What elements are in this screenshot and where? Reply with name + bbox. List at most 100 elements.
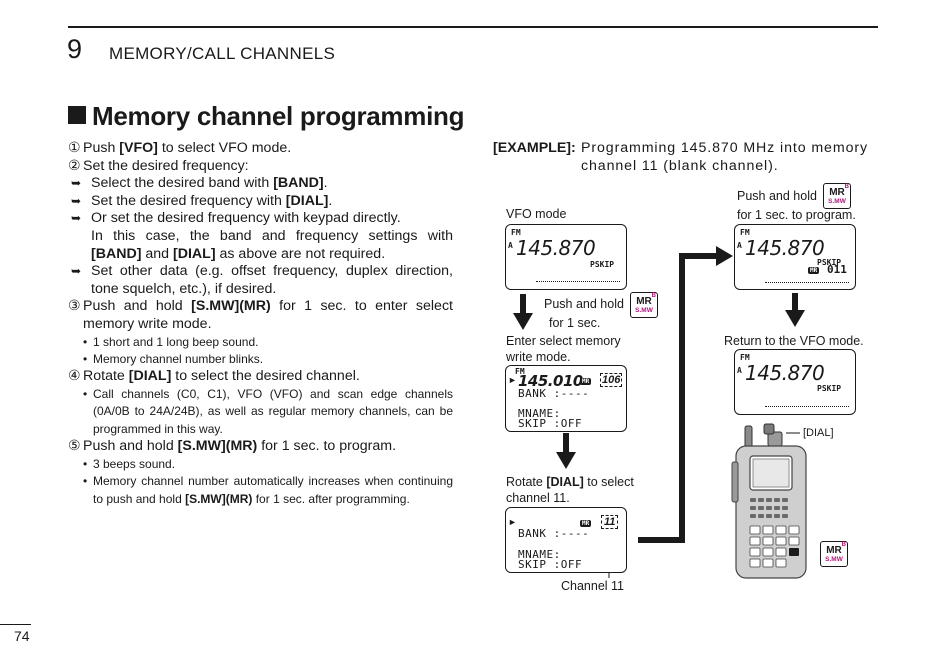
step-3-notes: 1 short and 1 long beep sound. Memory ch… xyxy=(68,334,453,369)
b-label: B xyxy=(651,293,656,299)
step-5-notes: 3 beeps sound. Memory channel number aut… xyxy=(68,456,453,508)
substep-band: ➥Select the desired band with [BAND]. xyxy=(71,175,453,193)
pointer-icon: ► xyxy=(508,517,517,527)
fm-indicator: FM xyxy=(740,228,750,237)
one-sec-label: for 1 sec. xyxy=(549,316,601,330)
b-label: B xyxy=(844,184,849,190)
note: 1 short and 1 long beep sound. xyxy=(83,334,453,352)
substep-text: . xyxy=(328,192,333,209)
substep-text: and xyxy=(141,245,173,262)
note: Call channels (C0, C1), VFO (VFO) and sc… xyxy=(83,386,453,438)
header-rule xyxy=(68,26,878,28)
fm-indicator: FM xyxy=(511,228,521,237)
step-text: Push xyxy=(83,140,120,156)
display-vfo-mode: FM A 145.870 PSKIP xyxy=(505,224,627,290)
bank-row: BANK :---- xyxy=(518,527,590,540)
return-vfo-label: Return to the VFO mode. xyxy=(724,334,864,348)
a-indicator: A xyxy=(737,366,742,375)
fm-indicator: FM xyxy=(740,353,750,362)
key-dial: [DIAL] xyxy=(546,475,584,489)
arrow-right-icon: ➥ xyxy=(71,211,82,226)
step-text: Push and hold xyxy=(83,298,192,315)
a-indicator: A xyxy=(508,241,513,250)
program-label: for 1 sec. to program. xyxy=(737,208,856,222)
key-smw-mr: [S.MW](MR) xyxy=(177,438,258,455)
radio-transceiver-icon xyxy=(731,423,807,579)
display-channel-11: ► MR 11 BANK :---- MNAME: SKIP :OFF xyxy=(505,507,627,573)
step-number: ⑤ xyxy=(68,438,81,455)
step-text: for 1 sec. to enter select memory write … xyxy=(83,298,453,332)
pskip-indicator: PSKIP xyxy=(817,258,842,267)
key-smw-mr: [S.MW](MR) xyxy=(191,298,271,315)
channel-11-callout: Channel 11 xyxy=(561,579,625,593)
arrow-right-icon: ➥ xyxy=(71,176,82,191)
note-text: Memory channel number automatically incr… xyxy=(93,474,453,506)
mname-row: MNAME: xyxy=(518,548,561,561)
substep-text: Set the desired frequency with xyxy=(91,192,286,209)
substep-dial: ➥Set the desired frequency with [DIAL]. xyxy=(71,193,453,211)
mr-indicator: MR xyxy=(808,267,820,274)
step-text: Push and hold xyxy=(83,438,178,455)
mr-smw-key-icon: B MR S.MW xyxy=(823,183,851,209)
note: Memory channel number blinks. xyxy=(83,351,453,369)
step-number: ② xyxy=(68,157,81,174)
example-text: Programming 145.870 MHz into memory chan… xyxy=(581,140,868,174)
down-arrow-head xyxy=(513,313,533,330)
skip-row: SKIP :OFF xyxy=(518,558,583,571)
arrow-right-icon: ➥ xyxy=(71,193,82,208)
mr-label: MR xyxy=(829,187,845,198)
smw-label: S.MW xyxy=(825,556,843,563)
mr-smw-key-icon: B MR S.MW xyxy=(630,292,658,318)
page-number: 74 xyxy=(14,628,30,644)
label-text: Rotate xyxy=(506,475,547,489)
mname-row: MNAME: xyxy=(518,407,561,420)
mr-label: MR xyxy=(826,545,842,556)
square-bullet-icon xyxy=(68,106,86,124)
step-number: ③ xyxy=(68,298,81,315)
key-band: [BAND] xyxy=(91,245,142,262)
channel-number-blinking: 11 xyxy=(601,515,619,529)
down-arrow-shaft xyxy=(563,433,569,453)
substep-text: Select the desired band with xyxy=(91,175,274,192)
step-number: ① xyxy=(68,140,81,156)
down-arrow-head xyxy=(785,310,805,327)
push-hold-label: Push and hold xyxy=(737,189,817,203)
chapter-title: MEMORY/CALL CHANNELS xyxy=(109,44,336,63)
b-label: B xyxy=(841,542,846,548)
dot-line xyxy=(536,281,620,282)
substep-keypad: ➥Or set the desired frequency with keypa… xyxy=(71,210,453,263)
down-arrow-head xyxy=(556,452,576,469)
smw-label: S.MW xyxy=(635,307,653,314)
page-number-rule xyxy=(0,624,31,625)
frequency-readout: 145.010 xyxy=(518,372,583,390)
dial-callout-label: [DIAL] xyxy=(803,427,834,439)
channel-number-blinking: 106 xyxy=(600,373,623,387)
step-text: Rotate xyxy=(83,368,129,385)
step-text: to select the desired channel. xyxy=(171,368,360,385)
key-smw-mr: [S.MW](MR) xyxy=(185,491,253,506)
down-arrow-shaft xyxy=(792,293,798,311)
step-4-notes: Call channels (C0, C1), VFO (VFO) and sc… xyxy=(68,386,453,438)
step-text: to select VFO mode. xyxy=(157,140,292,156)
section-title-text: Memory channel programming xyxy=(92,101,465,131)
smw-label: S.MW xyxy=(828,198,846,205)
step-text: Set the desired frequency: xyxy=(83,157,249,174)
substep-text: In this case, the band and frequency set… xyxy=(91,227,453,244)
push-hold-label: Push and hold xyxy=(544,297,624,311)
note: 3 beeps sound. xyxy=(83,456,453,474)
display-select-write-mode: FM ► 145.010 MR 106 BANK :---- MNAME: SK… xyxy=(505,365,627,432)
dot-line xyxy=(765,406,849,407)
channel-number: 011 xyxy=(827,263,847,276)
mr-smw-key-icon: B MR S.MW xyxy=(820,541,848,567)
display-vfo-return: FM A 145.870 PSKIP xyxy=(734,349,856,415)
right-arrow-head xyxy=(716,246,733,266)
key-vfo: [VFO] xyxy=(119,140,158,156)
substep-text: Set other data (e.g. offset frequency, d… xyxy=(91,263,453,297)
key-dial: [DIAL] xyxy=(128,368,172,385)
down-arrow-shaft xyxy=(520,294,526,314)
